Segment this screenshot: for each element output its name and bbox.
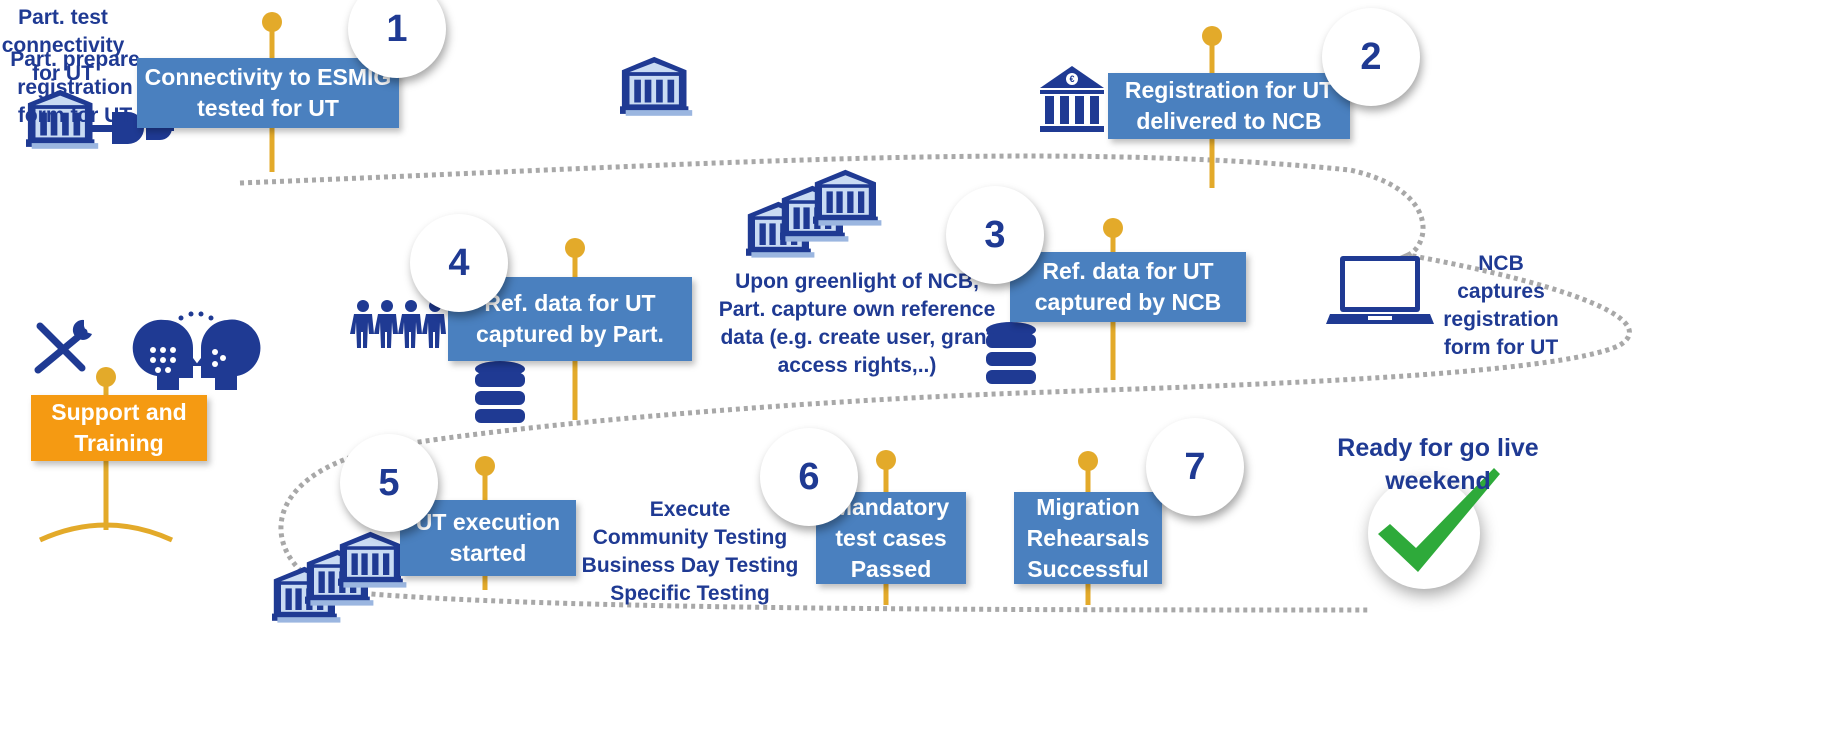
step-1-box: Connectivity to ESMIG tested for UT <box>137 58 399 128</box>
note-part-test: Part. test connectivity for UT <box>1 6 125 85</box>
step-3-box: Ref. data for UT captured by NCB <box>1010 252 1246 322</box>
step-5-number: 5 <box>340 434 438 532</box>
laptop-icon <box>1326 256 1434 324</box>
checkmark-icon <box>1378 468 1500 572</box>
timeline-path <box>239 153 1632 613</box>
training-heads-icon <box>132 311 261 390</box>
step-7-number: 7 <box>1146 418 1244 516</box>
step-2-box: Registration for UT delivered to NCB <box>1108 73 1350 139</box>
bank-building-icon <box>813 169 882 226</box>
note-ncb-captures: NCB captures registration form for UT <box>1443 252 1559 359</box>
bank-building-icon <box>338 531 407 588</box>
step-6-number: 6 <box>760 428 858 526</box>
support-training-box: Support and Training <box>31 395 207 461</box>
note-part-prepare: Part. prepare registration form for UT <box>10 48 140 127</box>
ready-go-live-label: Ready for go live weekend <box>1337 434 1539 495</box>
svg-text:€: € <box>1069 74 1074 84</box>
bank-building-icon <box>620 56 693 116</box>
tools-icon <box>34 319 92 374</box>
step-1-number: 1 <box>348 0 446 78</box>
step-4-number: 4 <box>410 214 508 312</box>
note-greenlight: Upon greenlight of NCB, Part. capture ow… <box>718 270 996 377</box>
note-execute: Execute Community Testing Business Day T… <box>581 498 799 605</box>
database-icon <box>475 361 525 423</box>
step-5-box: UT execution started <box>400 500 576 576</box>
euro-bank-icon: € <box>1040 66 1104 132</box>
people-group-icon <box>350 300 446 348</box>
step-2-number: 2 <box>1322 8 1420 106</box>
step-3-number: 3 <box>946 186 1044 284</box>
go-live-badge <box>1368 468 1500 589</box>
step-7-box: Migration Rehearsals Successful <box>1014 492 1162 584</box>
